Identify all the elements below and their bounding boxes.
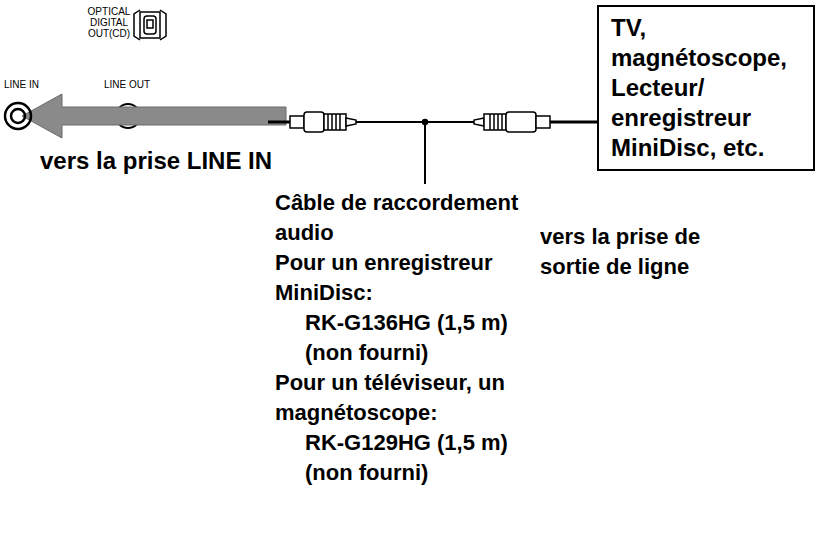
direction-arrow [22,94,286,138]
port-label: OPTICAL DIGITAL OUT(CD) [84,6,134,39]
direction-note: vers la prise de sortie de ligne [540,222,755,282]
cable-note-line: RK-G129HG (1,5 m) [305,428,547,458]
cable-note-line: RK-G136HG (1,5 m) [305,308,547,338]
cable-note: Câble de raccordement audioPour un enreg… [275,188,547,488]
cable-note-line: Câble de raccordement audio [275,188,547,248]
cable-note-line: (non fourni) [305,458,547,488]
device-box: TV, magnétoscope, Lecteur/ enregistreur … [597,5,815,171]
line-in-jack [5,103,31,129]
cable-note-line: (non fourni) [305,338,547,368]
leader-line [424,122,426,184]
direction-note: vers la prise LINE IN [40,146,300,176]
cable-note-line: Pour un enregistreur MiniDisc: [275,248,547,308]
audio-cable [268,112,598,132]
jack-label: LINE IN [4,79,54,91]
jack-label: LINE OUT [104,79,164,91]
device-text: TV, magnétoscope, Lecteur/ enregistreur … [611,13,801,163]
optical-port [134,10,166,40]
cable-note-line: Pour un téléviseur, un magnétoscope: [275,368,547,428]
